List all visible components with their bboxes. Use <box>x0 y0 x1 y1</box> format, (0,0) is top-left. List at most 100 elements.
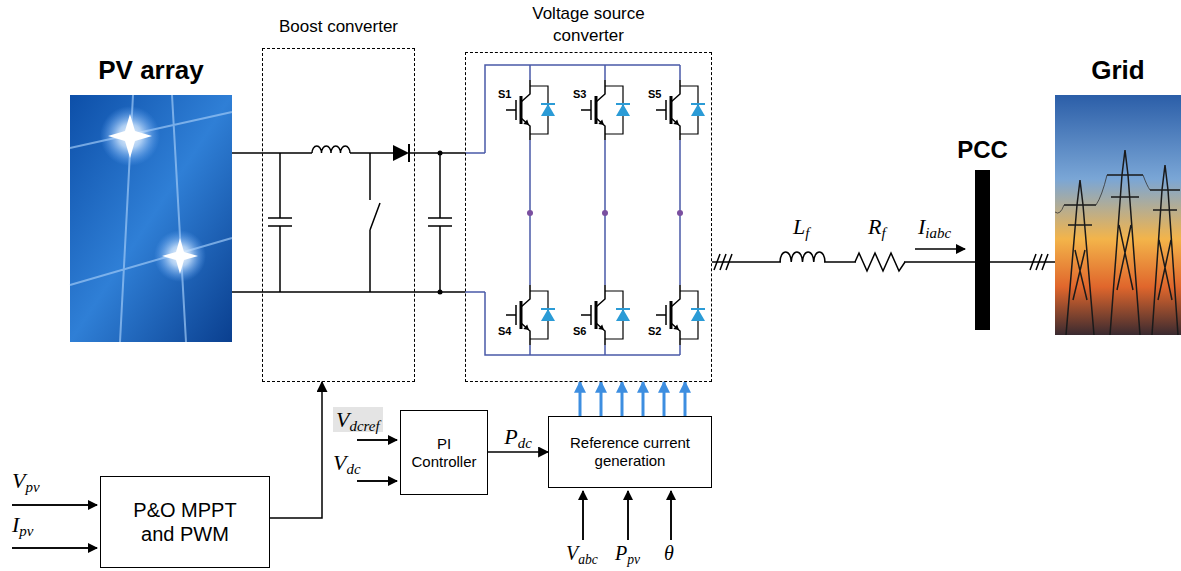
ground-patch <box>856 250 904 274</box>
connector-wire <box>232 152 262 154</box>
signal-arrow <box>357 480 397 482</box>
pv-glint-star <box>108 114 152 158</box>
diode-symbol <box>393 145 409 161</box>
symbol-subscript: f <box>805 225 809 241</box>
switch-label: S6 <box>573 325 586 338</box>
heading-label: Boost converter <box>279 17 398 37</box>
phase-node-dot <box>677 210 683 216</box>
connector-wire <box>712 261 975 263</box>
symbol-letter: V <box>12 468 25 493</box>
symbol-letter: P <box>615 542 627 564</box>
symbol-subscript: pv <box>19 523 33 539</box>
connector-wire <box>488 451 548 453</box>
signal-arrow <box>12 504 97 506</box>
heading-label: PCC <box>957 136 1008 165</box>
symbol-letter: I <box>918 214 925 239</box>
inverter-wiring <box>465 65 680 355</box>
boost-converter-box: Boost converter <box>262 48 415 382</box>
gate-signal-arrow <box>621 382 624 416</box>
signal-label: Ppv <box>615 542 640 565</box>
junction-dot <box>438 290 443 295</box>
reference-current-box: Reference current generation <box>548 416 712 488</box>
capacitor-symbol <box>268 153 292 292</box>
symbol-letter: L <box>793 214 805 239</box>
power-lines <box>1055 175 1150 213</box>
igbt-symbol <box>506 285 555 345</box>
symbol-letter: V <box>336 407 349 432</box>
signal-label: Vabc <box>566 542 598 565</box>
box-text: P&O MPPT and PWM <box>125 498 245 546</box>
connector-group <box>232 153 1055 518</box>
switch-symbol <box>370 153 380 292</box>
igbt-symbol <box>656 80 705 140</box>
symbol-subscript: dc <box>518 435 532 451</box>
connector-wire <box>232 291 262 293</box>
filter-resistor <box>855 253 905 271</box>
gate-signal-arrow <box>642 382 645 416</box>
pv-glint-glow <box>100 106 160 166</box>
switch-label: S4 <box>498 325 511 338</box>
phase-node-dot <box>527 210 533 216</box>
current-label: Iiabc <box>918 214 951 239</box>
signal-label: Pdc <box>504 424 532 449</box>
pcc-bus-bar: PCC <box>975 170 990 330</box>
signal-arrow <box>627 491 629 540</box>
symbol-subscript: iabc <box>925 225 951 241</box>
mppt-box: P&O MPPT and PWM <box>100 476 270 568</box>
symbol-letter: P <box>504 424 517 449</box>
pv-glint-glow <box>154 230 206 282</box>
signal-arrow <box>12 547 97 549</box>
grid-picture <box>1055 95 1181 335</box>
symbol-letter: V <box>566 542 578 564</box>
signal-label: θ <box>664 542 674 565</box>
gate-signal-arrow <box>663 382 666 416</box>
phase-node-dot <box>602 210 608 216</box>
inductance-label: Lf <box>793 214 809 239</box>
signal-label: Vdc <box>333 450 361 475</box>
switch-label: S1 <box>498 88 511 101</box>
pylon-silhouettes <box>1064 150 1180 335</box>
signal-label: Ipv <box>12 512 33 537</box>
grid-picture-panel: Grid <box>1055 55 1181 335</box>
diode-bar <box>408 144 410 162</box>
symbol-letter: R <box>868 214 881 239</box>
pv-cell-lines <box>70 95 232 342</box>
symbol-subscript: dc <box>346 461 360 477</box>
connector-wire <box>270 382 322 518</box>
pi-controller-box: PI Controller <box>400 410 488 495</box>
igbt-symbol <box>581 285 630 345</box>
symbol-subscript: abc <box>578 552 598 567</box>
switch-label: S3 <box>573 88 586 101</box>
resistance-label: Rf <box>868 214 886 239</box>
box-text: Reference current generation <box>563 434 698 470</box>
symbol-subscript: pv <box>25 479 39 495</box>
box-text: PI Controller <box>408 435 480 471</box>
junction-dot <box>438 151 443 156</box>
pv-array-panel: PV array <box>70 55 232 342</box>
signal-label: Vpv <box>12 468 40 493</box>
signal-arrow <box>670 491 672 540</box>
gate-signal-arrow <box>579 382 582 416</box>
heading-label: PV array <box>70 55 232 86</box>
capacitor-symbol <box>428 153 452 292</box>
heading-label: Grid <box>1055 55 1181 86</box>
signal-arrow <box>357 439 397 441</box>
current-arrow <box>915 248 965 250</box>
switch-label: S5 <box>648 88 661 101</box>
symbol-letter: I <box>12 512 19 537</box>
igbt-symbol <box>581 80 630 140</box>
boost-rails <box>262 153 415 292</box>
igbt-symbol <box>656 285 705 345</box>
gate-signal-arrow <box>600 382 603 416</box>
gate-signal-arrow <box>684 382 687 416</box>
symbol-letter: V <box>333 450 346 475</box>
filter-inductor <box>780 252 825 262</box>
signal-label: Vdcref <box>333 407 383 432</box>
signal-arrow <box>582 491 584 540</box>
switch-label: S2 <box>648 325 661 338</box>
igbt-symbol <box>506 80 555 140</box>
symbol-subscript: f <box>881 225 885 241</box>
symbol-subscript: pv <box>627 552 640 567</box>
symbol-subscript: dcref <box>349 418 379 434</box>
